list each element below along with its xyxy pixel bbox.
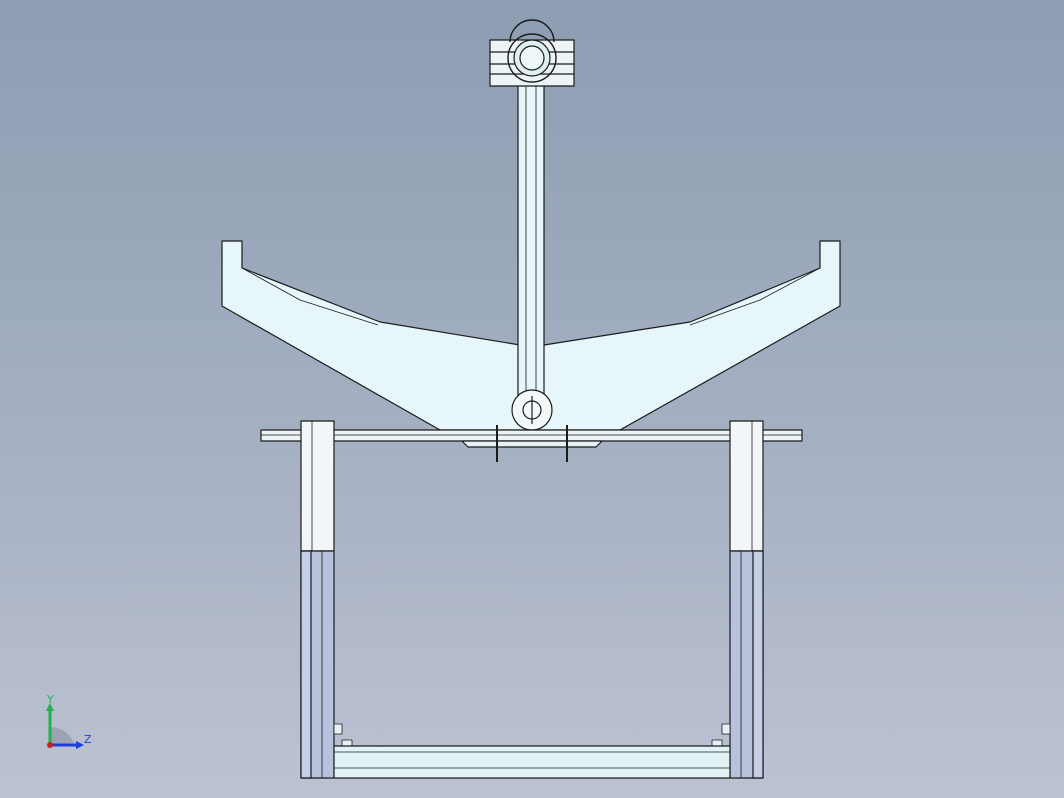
hanger-rod xyxy=(517,83,545,397)
pivot-pin xyxy=(511,389,553,431)
horizontal-beam xyxy=(260,425,803,462)
bottom-crossbar xyxy=(333,745,731,779)
triad-axes-icon xyxy=(46,703,84,749)
left-column xyxy=(300,420,353,779)
right-column xyxy=(711,420,764,779)
orientation-triad: Y Z xyxy=(38,693,98,755)
y-axis-label: Y xyxy=(47,693,54,706)
z-axis-label: Z xyxy=(84,733,92,746)
lifting-eye xyxy=(489,19,575,87)
